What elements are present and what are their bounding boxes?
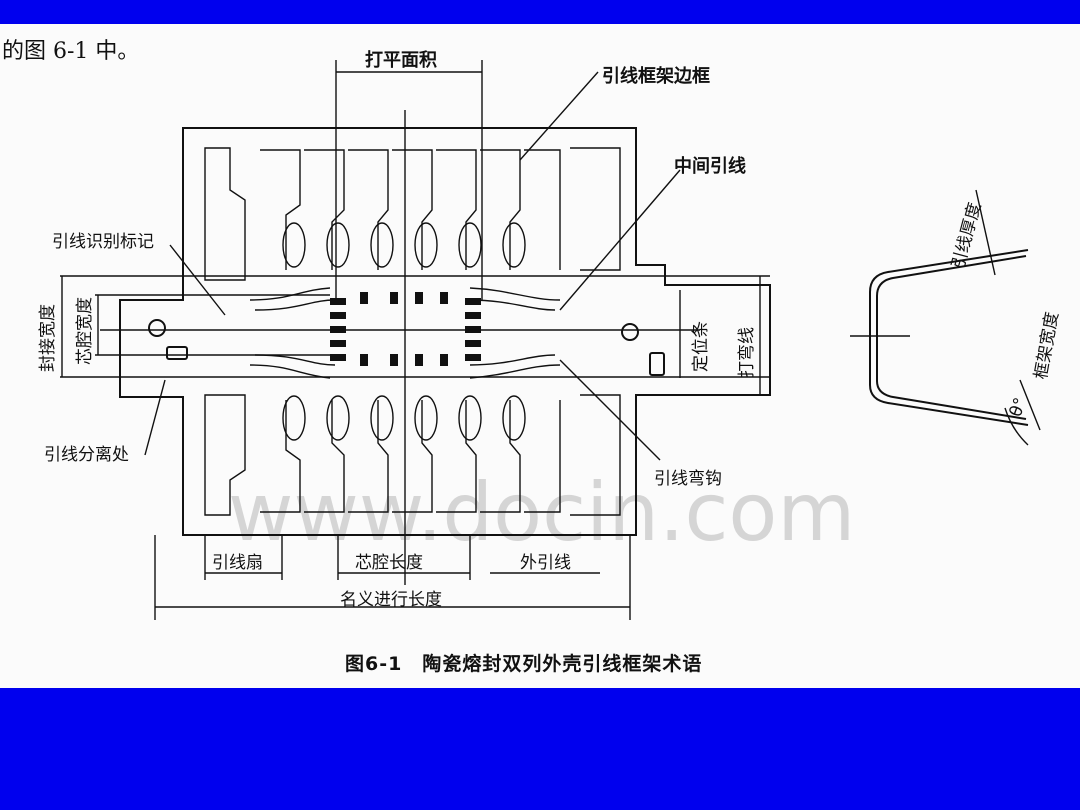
label-bend-line: 打弯线 — [737, 327, 757, 378]
side-view-bent-lead — [850, 189, 1041, 446]
label-lead-separation: 引线分离处 — [44, 445, 129, 465]
left-sprocket-hole — [148, 319, 166, 337]
label-middle-lead: 中间引线 — [674, 155, 746, 177]
label-seal-width: 封接宽度 — [38, 304, 58, 372]
bottom-lead-strips — [204, 394, 621, 516]
label-lead-hook: 引线弯钩 — [654, 469, 722, 489]
dimension-lines — [60, 60, 770, 620]
top-lead-strips — [204, 147, 621, 281]
intro-text: 的图 6-1 中。 — [2, 39, 139, 64]
label-nominal-length: 名义进行长度 — [340, 590, 442, 610]
slide-panel: 的图 6-1 中。 www.docin.com — [0, 24, 1080, 688]
label-frame-border: 引线框架边框 — [602, 65, 710, 87]
label-lead-id-mark: 引线识别标记 — [52, 232, 154, 252]
bottom-blue-band — [0, 688, 1080, 810]
label-cavity-width: 芯腔宽度 — [75, 297, 95, 365]
label-locating-bar: 定位条 — [691, 321, 711, 372]
lead-frame-diagram: 的图 6-1 中。 www.docin.com — [2, 39, 1063, 675]
left-slot — [166, 346, 188, 360]
label-frame-width: 框架宽度 — [1031, 310, 1063, 380]
right-slot — [649, 352, 665, 376]
figure-caption: 图6-1 陶瓷熔封双列外壳引线框架术语 — [345, 652, 702, 675]
label-flatten-area: 打平面积 — [365, 49, 437, 71]
frame-outline — [119, 127, 771, 536]
label-lead-fan: 引线扇 — [212, 553, 263, 573]
label-lead-thickness: 引线厚度 — [949, 200, 986, 271]
top-blue-band — [0, 0, 1080, 24]
right-sprocket-hole — [621, 323, 639, 341]
label-outer-lead: 外引线 — [520, 553, 571, 573]
label-cavity-length: 芯腔长度 — [355, 553, 423, 573]
